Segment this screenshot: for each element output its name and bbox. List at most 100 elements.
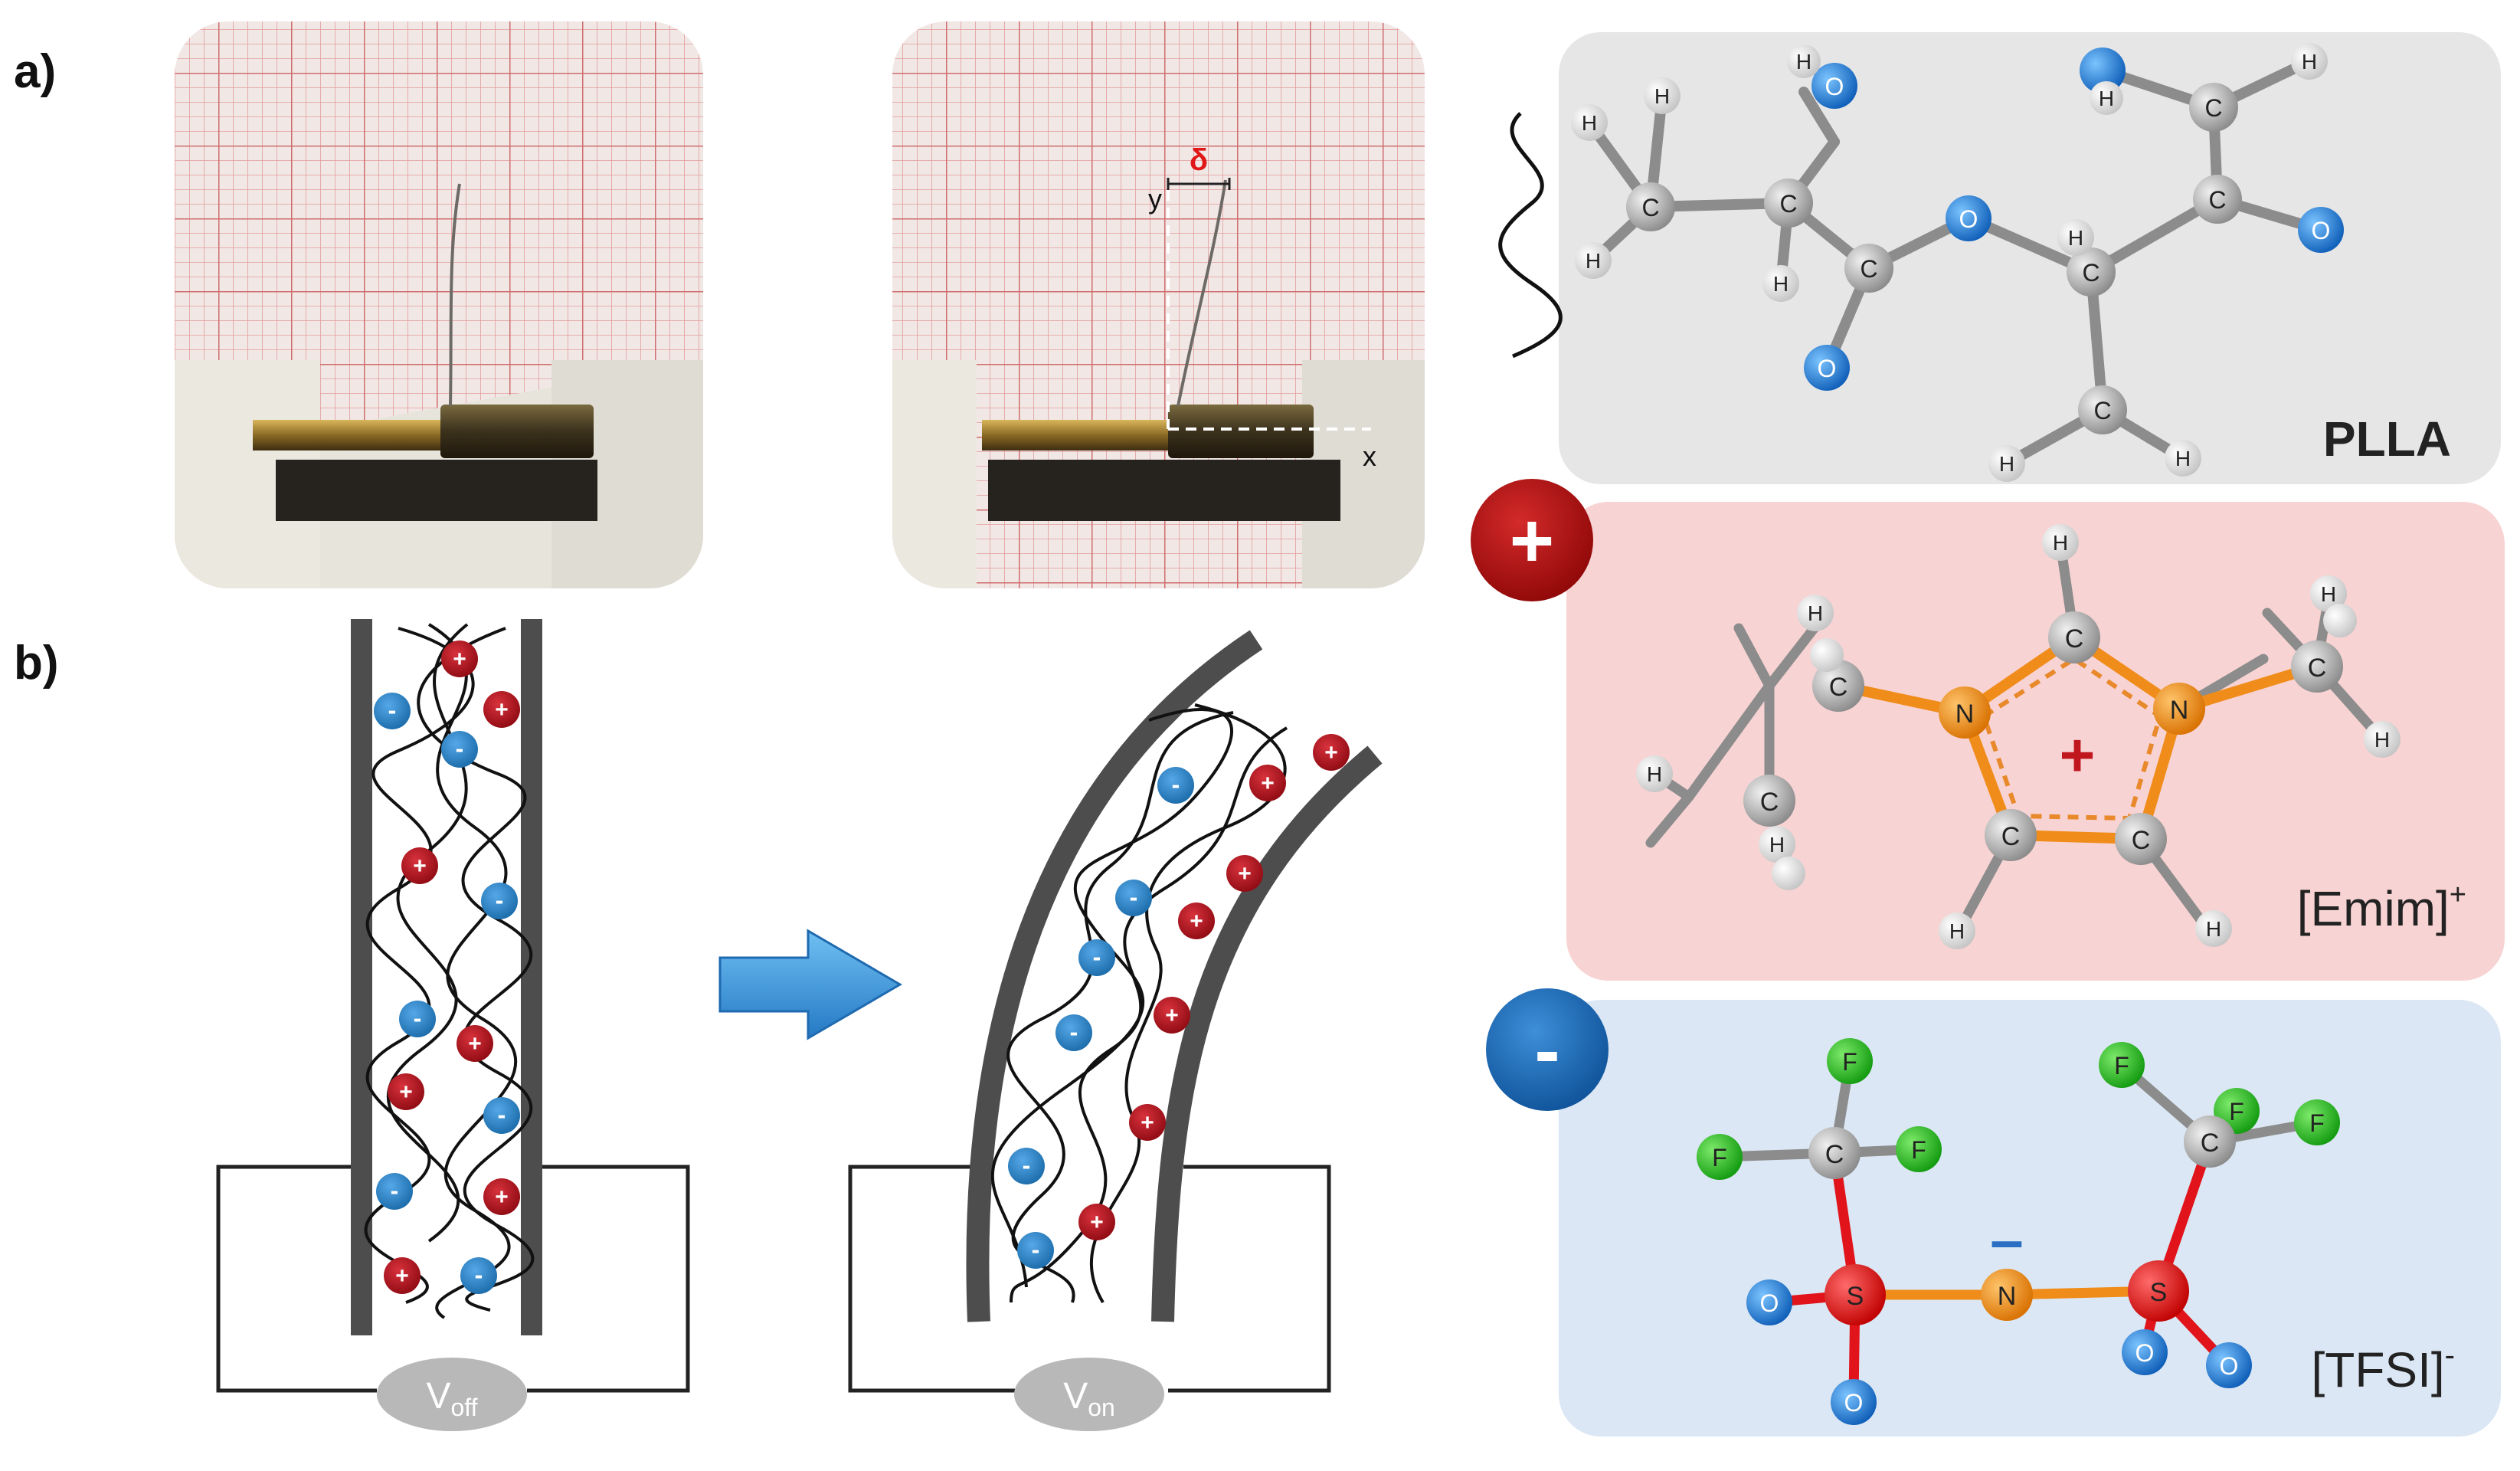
svg-text:+: +: [495, 1184, 509, 1210]
carbon-atom: C: [1764, 179, 1813, 228]
nitrogen-charge: –: [1990, 1206, 2023, 1273]
svg-text:+: +: [468, 1031, 482, 1057]
svg-text:O: O: [1818, 355, 1837, 382]
oxygen-atom: O: [2206, 1342, 2252, 1388]
carbon-atom: C: [1626, 182, 1675, 231]
svg-text:+: +: [395, 1263, 409, 1289]
svg-text:-: -: [1534, 1007, 1559, 1093]
oxygen-atom: O: [2298, 207, 2344, 253]
oxygen-atom: O: [2122, 1329, 2168, 1375]
cation-on: +: [1226, 855, 1263, 892]
panel-label-a: a): [14, 45, 57, 98]
svg-text:-: -: [414, 1004, 422, 1032]
carbon-atom: C: [2078, 385, 2127, 434]
anion-on: -: [1008, 1148, 1045, 1184]
carbon-atom: C: [2048, 611, 2100, 663]
svg-text:H: H: [1582, 111, 1597, 135]
svg-text:F: F: [1911, 1136, 1926, 1164]
oxygen-atom: O: [1804, 345, 1850, 391]
hydrogen-atom: H: [1988, 445, 2025, 482]
svg-text:Voff: Voff: [426, 1376, 477, 1421]
svg-text:C: C: [1641, 194, 1659, 221]
carbon-atom: C: [1812, 660, 1864, 712]
actuator-on-diagram: + + + + + + + -: [848, 630, 1383, 1431]
hydrogen-atom: [1772, 857, 1805, 890]
fluorine-atom: F: [2099, 1042, 2145, 1088]
svg-text:-: -: [475, 1261, 483, 1289]
hydrogen-atom: [1810, 638, 1844, 672]
svg-text:N: N: [2170, 696, 2189, 725]
svg-text:H: H: [1999, 452, 2014, 476]
cation-on: +: [1154, 997, 1190, 1034]
anion-off: -: [374, 693, 411, 729]
circuit-wire-off: [216, 1165, 377, 1393]
anion-off: -: [399, 1001, 436, 1037]
svg-text:-: -: [1070, 1018, 1078, 1046]
polymer-chains-off: [364, 623, 535, 1319]
sulfur-atom: S: [2128, 1260, 2189, 1322]
svg-text:+: +: [1190, 909, 1203, 934]
y-axis-label: y: [1148, 183, 1162, 215]
carbon-atom: C: [2291, 640, 2343, 693]
svg-text:C: C: [2208, 186, 2226, 214]
voltage-source-off: Voff: [377, 1358, 527, 1431]
svg-text:C: C: [1860, 255, 1877, 283]
carbon-atom: C: [2184, 1116, 2236, 1168]
hydrogen-atom: H: [1644, 77, 1681, 114]
circuit-wire-on: [848, 1165, 1015, 1393]
svg-text:C: C: [2132, 826, 2151, 855]
carbon-atom: C: [2067, 247, 2116, 296]
svg-text:C: C: [1825, 1140, 1844, 1169]
oxygen-atom: O: [1811, 63, 1857, 109]
carbon-atom: C: [2115, 813, 2167, 865]
carbon-atom: C: [1743, 775, 1795, 827]
anion-on: -: [1078, 939, 1115, 976]
hydrogen-atom: H: [1787, 44, 1821, 78]
anion-off: -: [441, 731, 478, 768]
carbon-atom: C: [1985, 809, 2037, 861]
electrode-right-on: [1151, 745, 1383, 1322]
hydrogen-atom: H: [1571, 104, 1608, 141]
panel-label-b: b): [14, 637, 59, 690]
sulfur-atom: S: [1825, 1264, 1886, 1325]
anion-on: -: [1017, 1232, 1054, 1269]
svg-text:-: -: [1130, 883, 1138, 911]
actuator-off-diagram: + + + + + + + -: [216, 619, 690, 1431]
cation-on: +: [1178, 903, 1215, 939]
anion-on: -: [1115, 880, 1152, 916]
svg-text:H: H: [1808, 601, 1823, 625]
cation-off: +: [483, 1178, 520, 1215]
cation-off: +: [388, 1073, 424, 1110]
x-axis-label: x: [1363, 441, 1376, 472]
svg-text:H: H: [1586, 249, 1601, 273]
hydrogen-atom: H: [1636, 755, 1673, 792]
svg-text:C: C: [1779, 190, 1797, 218]
svg-text:O: O: [1844, 1389, 1864, 1417]
svg-text:O: O: [1959, 205, 1978, 233]
svg-text:C: C: [2204, 94, 2222, 122]
svg-text:-: -: [1023, 1152, 1031, 1179]
svg-text:+: +: [413, 853, 427, 879]
hydrogen-atom: [2323, 604, 2357, 637]
hydrogen-atom: H: [2090, 81, 2123, 115]
carbon-atom: C: [1808, 1127, 1861, 1179]
anion-on: -: [1055, 1014, 1092, 1051]
svg-text:C: C: [2201, 1129, 2220, 1158]
svg-text:+: +: [1238, 861, 1252, 886]
oxygen-atom: [2080, 48, 2126, 93]
anion-on: -: [1157, 767, 1194, 804]
anion-off: -: [483, 1097, 520, 1134]
svg-text:H: H: [1647, 762, 1662, 786]
fluorine-atom: F: [1827, 1038, 1873, 1084]
nitrogen-atom: N: [1981, 1269, 2033, 1321]
svg-text:+: +: [399, 1079, 413, 1105]
hydrogen-atom: H: [2364, 721, 2401, 758]
electrode-left-off: [351, 619, 372, 1335]
cation-off: +: [457, 1025, 493, 1062]
svg-text:C: C: [1760, 788, 1779, 817]
hydrogen-atom: H: [1797, 595, 1834, 631]
svg-text:C: C: [2082, 259, 2099, 287]
svg-text:H: H: [2302, 50, 2317, 74]
anion-badge-icon: -: [1486, 988, 1609, 1111]
svg-text:C: C: [1829, 673, 1848, 702]
